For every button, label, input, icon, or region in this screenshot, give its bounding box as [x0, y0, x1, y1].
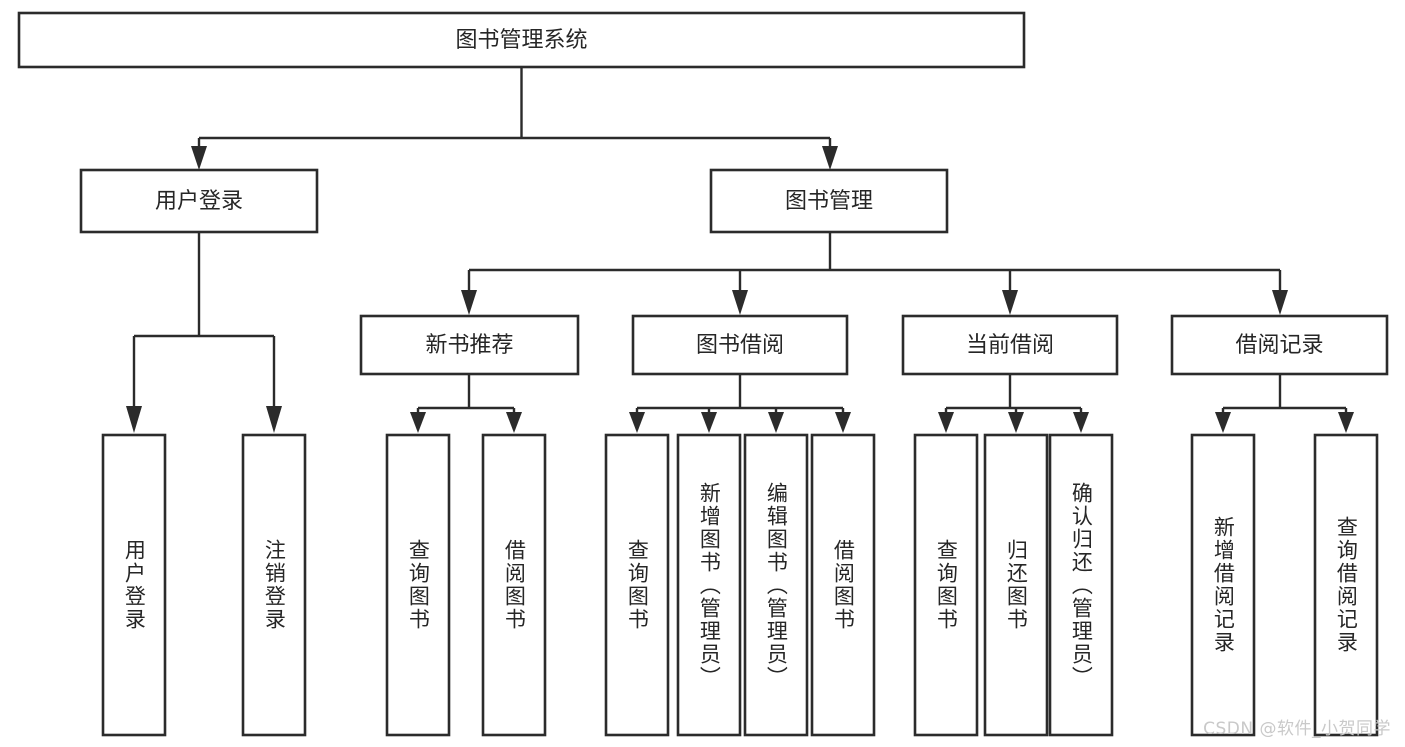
arrowhead-icon	[1215, 412, 1231, 433]
node-book-manage-label: 图书管理	[785, 189, 873, 214]
node-book-manage[interactable]: 图书管理	[709, 168, 949, 234]
connector-bookmanage-to-level3	[461, 232, 1288, 315]
node-leaf-query-book-cur-box[interactable]	[913, 433, 979, 737]
connector-bookborrow-to-leaves	[629, 374, 851, 433]
arrowhead-icon	[126, 406, 142, 433]
arrowhead-icon	[768, 412, 784, 433]
connector-currentborrow-to-leaves	[938, 374, 1089, 433]
node-leaf-logout-box[interactable]	[241, 433, 307, 737]
arrowhead-icon	[835, 412, 851, 433]
node-root[interactable]: 图书管理系统	[17, 11, 1026, 69]
arrowhead-icon	[1002, 290, 1018, 315]
connector-newbook-to-leaves	[410, 374, 522, 433]
arrowhead-icon	[506, 412, 522, 433]
node-current-borrow-label: 当前借阅	[966, 333, 1054, 358]
node-leaf-add-book-box[interactable]	[676, 433, 742, 737]
node-new-book-recommend-box[interactable]	[359, 314, 580, 376]
node-borrow-record[interactable]: 借阅记录	[1170, 314, 1389, 376]
arrowhead-icon	[1073, 412, 1089, 433]
arrowhead-icon	[938, 412, 954, 433]
node-new-book-recommend-label: 新书推荐	[425, 333, 513, 358]
node-current-borrow-box[interactable]	[901, 314, 1119, 376]
connector-root-to-level2	[191, 67, 838, 170]
node-book-borrow-label: 图书借阅	[696, 333, 784, 358]
node-leaf-confirm-return-box[interactable]	[1048, 433, 1114, 737]
node-leaf-edit-book-box[interactable]	[743, 433, 809, 737]
arrowhead-icon	[191, 146, 207, 170]
arrowhead-icon	[701, 412, 717, 433]
arrowhead-icon	[822, 146, 838, 170]
node-user-login[interactable]: 用户登录	[79, 168, 319, 234]
node-book-borrow[interactable]: 图书借阅	[631, 314, 849, 376]
node-borrow-record-label: 借阅记录	[1235, 333, 1323, 358]
node-current-borrow[interactable]: 当前借阅	[901, 314, 1119, 376]
node-user-login-label: 用户登录	[155, 189, 243, 214]
node-book-borrow-box[interactable]	[631, 314, 849, 376]
watermark: CSDN @软件_小贺同学	[1203, 719, 1391, 739]
connector-userlogin-to-leaves	[126, 232, 282, 433]
node-leaf-user-login-box[interactable]	[101, 433, 167, 737]
node-borrow-record-box[interactable]	[1170, 314, 1389, 376]
node-leaf-query-record-box[interactable]	[1313, 433, 1379, 737]
arrowhead-icon	[410, 412, 426, 433]
arrowhead-icon	[1008, 412, 1024, 433]
node-user-login-box[interactable]	[79, 168, 319, 234]
node-leaf-query-book-rec-box[interactable]	[385, 433, 451, 737]
arrowhead-icon	[1338, 412, 1354, 433]
leaf-boxes	[101, 433, 1379, 737]
node-leaf-query-book-bor-box[interactable]	[604, 433, 670, 737]
node-leaf-return-book-box[interactable]	[983, 433, 1049, 737]
node-book-manage-box[interactable]	[709, 168, 949, 234]
connector-borrowrecord-to-leaves	[1215, 374, 1354, 433]
node-root-label: 图书管理系统	[455, 28, 587, 53]
node-new-book-recommend[interactable]: 新书推荐	[359, 314, 580, 376]
node-leaf-borrow-book-rec-box[interactable]	[481, 433, 547, 737]
node-root-box[interactable]	[17, 11, 1026, 69]
node-leaf-borrow-book-box[interactable]	[810, 433, 876, 737]
arrowhead-icon	[461, 290, 477, 315]
arrowhead-icon	[266, 406, 282, 433]
arrowhead-icon	[629, 412, 645, 433]
node-leaf-add-record-box[interactable]	[1190, 433, 1256, 737]
arrowhead-icon	[1272, 290, 1288, 315]
arrowhead-icon	[732, 290, 748, 315]
